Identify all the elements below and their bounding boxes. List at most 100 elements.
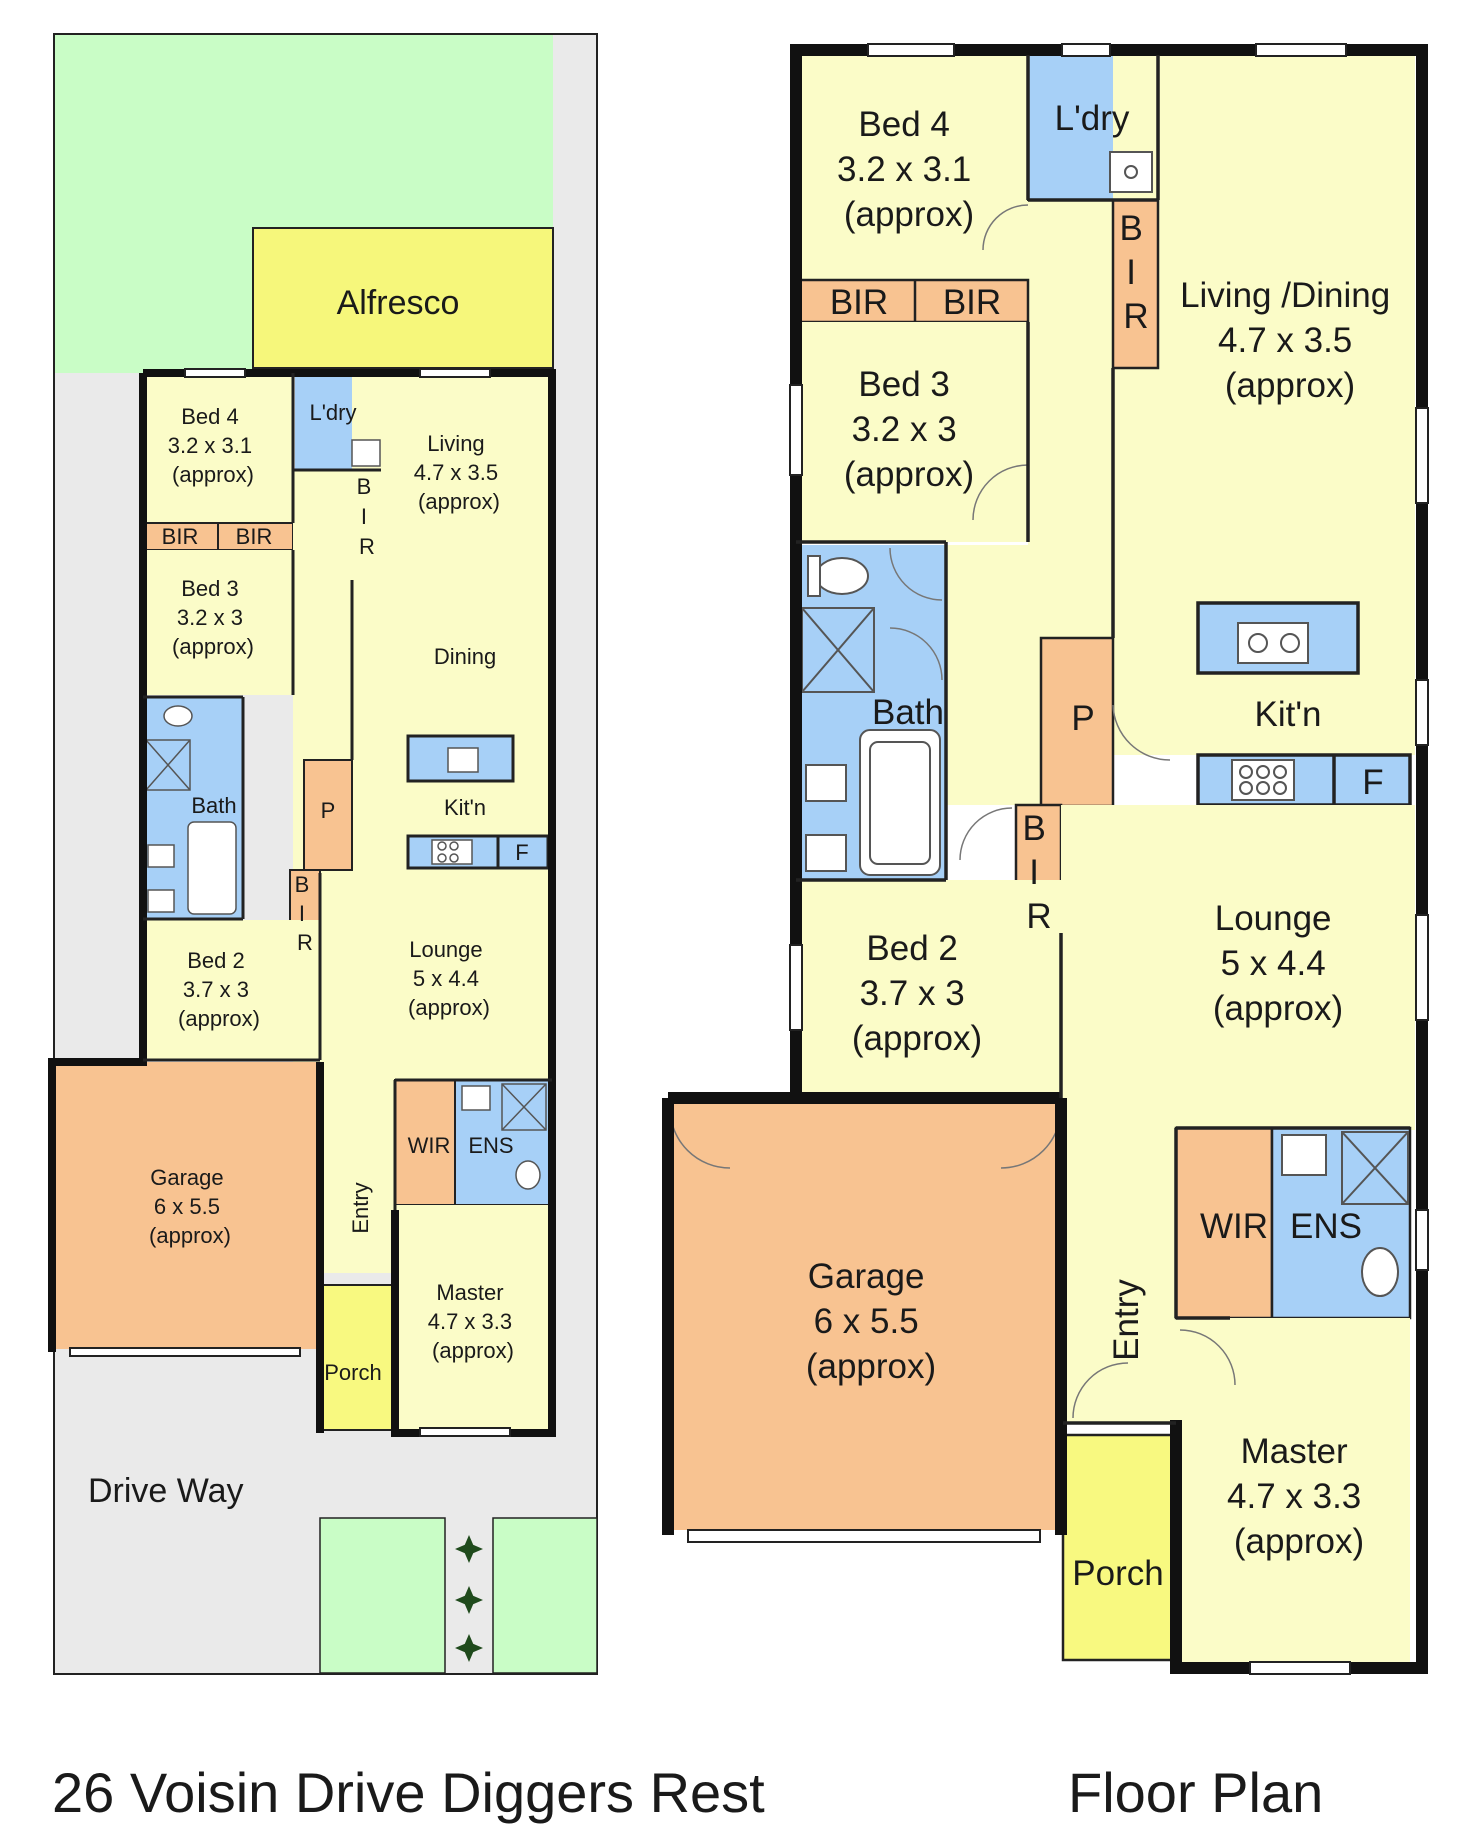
site-fixtures [145, 439, 547, 1190]
ens-label: ENS [1290, 1207, 1362, 1246]
sink-icon [147, 889, 175, 913]
bed2-label: Bed 2 3.7 x 3 (approx) [852, 929, 982, 1058]
sink-icon [805, 834, 847, 872]
plan-title: Floor Plan [1068, 1761, 1324, 1824]
lounge-room [1061, 805, 1415, 1130]
site-kitchen-label: Kit'n [444, 795, 486, 820]
entry-label: Entry [1107, 1279, 1146, 1361]
site-bed4 [143, 373, 293, 523]
site-bir-vertical2-label: B I R [295, 872, 316, 955]
site-laundry-label: L'dry [310, 400, 357, 425]
site-dining-label: Dining [434, 644, 496, 669]
bed3-room [796, 322, 1028, 542]
entry-hall [1061, 1098, 1176, 1423]
front-lawn-right [492, 1517, 598, 1674]
site-wir [394, 1079, 456, 1206]
floor-fixtures [801, 151, 1409, 1297]
porch-area [1061, 1433, 1175, 1662]
main-floor-plan: Bed 4 3.2 x 3.1 (approx) L'dry BIR BIR B… [662, 43, 1429, 1675]
site-entry-label: Entry [348, 1182, 373, 1233]
pantry-label: P [1071, 699, 1094, 738]
porch-label: Porch [1072, 1554, 1163, 1593]
bath-label: Bath [872, 693, 944, 732]
bed4-label: Bed 4 3.2 x 3.1 (approx) [837, 105, 981, 234]
bir-right-label: BIR [943, 283, 1001, 322]
site-garage [52, 1062, 320, 1349]
toilet-icon [163, 705, 193, 727]
floor-windows [687, 43, 1429, 1675]
wir-room [1174, 1126, 1274, 1320]
site-lounge-label: Lounge 5 x 4.4 (approx) [408, 937, 490, 1020]
living-dining-label: Living /Dining 4.7 x 3.5 (approx) [1180, 276, 1400, 405]
site-pantry [303, 759, 353, 871]
sink-icon [1109, 151, 1153, 193]
site-master [395, 1205, 552, 1430]
bir-vertical2-label: B I R [1022, 809, 1055, 936]
floor-outer-walls [662, 44, 1428, 1674]
kitchen-label: Kit'n [1255, 695, 1322, 734]
site-windows [69, 368, 511, 1437]
fridge-label: F [1362, 763, 1383, 802]
site-fridge-label: F [515, 840, 528, 865]
hall-north [1028, 200, 1113, 640]
site-living-label: Living 4.7 x 3.5 (approx) [414, 431, 505, 514]
sink-icon [351, 439, 381, 467]
toilet-icon [1361, 1247, 1399, 1297]
site-entry [320, 1083, 395, 1273]
site-bir-vertical-label: B I R [357, 474, 378, 559]
site-master-label: Master 4.7 x 3.3 (approx) [428, 1280, 519, 1363]
site-bed4-label: Bed 4 3.2 x 3.1 (approx) [168, 404, 259, 487]
site-garage-label: Garage 6 x 5.5 (approx) [149, 1165, 231, 1248]
master-room [1176, 1318, 1410, 1663]
site-bed3-label: Bed 3 3.2 x 3 (approx) [172, 576, 254, 659]
bed2-room [796, 880, 1061, 1098]
toilet-icon [815, 557, 869, 595]
site-bir-left-label: BIR [162, 524, 199, 549]
bir-left-label: BIR [830, 283, 888, 322]
laundry-label: L'dry [1055, 99, 1130, 138]
cooktop-icon [431, 839, 473, 865]
floor-inner-walls [796, 55, 1410, 1425]
sink-icon [1237, 622, 1309, 664]
bed4-room [796, 55, 1028, 280]
site-plan: Alfresco Drive Way Bed 4 3.2 x 3.1 (appr… [48, 33, 598, 1675]
site-porch-label: Porch [324, 1360, 381, 1385]
shower-icon [1341, 1131, 1409, 1205]
sink-icon [147, 844, 175, 868]
site-porch [319, 1284, 393, 1431]
front-lawn-left [319, 1517, 446, 1674]
bir-vertical-label: B I R [1119, 209, 1152, 336]
shower-icon [501, 1083, 547, 1131]
site-bed2 [143, 920, 320, 1060]
site-pantry-label: P [321, 798, 336, 823]
garage-room [668, 1098, 1061, 1530]
site-inner-walls [143, 373, 552, 1210]
site-bir-right-label: BIR [236, 524, 273, 549]
sink-icon [1281, 1134, 1327, 1176]
site-alfresco-label: Alfresco [337, 284, 460, 322]
palm-tree-icon [455, 1535, 483, 1662]
site-ens-label: ENS [468, 1133, 513, 1158]
site-bath-label: Bath [191, 793, 236, 818]
lounge-label: Lounge 5 x 4.4 (approx) [1213, 899, 1343, 1028]
site-bed2-label: Bed 2 3.7 x 3 (approx) [178, 948, 260, 1031]
toilet-icon [515, 1160, 541, 1190]
bathtub-icon [859, 729, 941, 876]
site-wir-label: WIR [408, 1133, 451, 1158]
site-lounge [320, 873, 552, 1083]
property-address: 26 Voisin Drive Diggers Rest [52, 1761, 765, 1824]
wir-label: WIR [1200, 1207, 1268, 1246]
sink-icon [461, 1085, 491, 1111]
bed3-label: Bed 3 3.2 x 3 (approx) [844, 365, 974, 494]
hall-central [946, 545, 1041, 805]
pantry [1039, 636, 1115, 808]
garage-label: Garage 6 x 5.5 (approx) [806, 1257, 936, 1386]
sink-icon [805, 764, 847, 802]
site-driveway-label: Drive Way [88, 1472, 244, 1510]
site-bed3 [143, 550, 293, 695]
site-living [352, 373, 552, 873]
site-walls [48, 369, 556, 1437]
bathtub-icon [187, 821, 237, 915]
cooktop-icon [1231, 759, 1295, 801]
